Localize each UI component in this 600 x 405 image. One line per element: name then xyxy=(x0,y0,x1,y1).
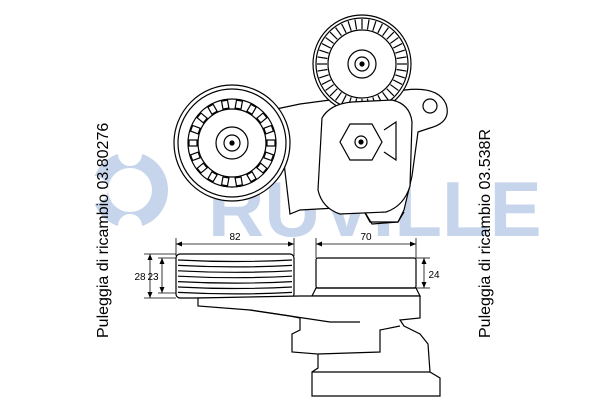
pulley-rib xyxy=(234,99,244,110)
pulley-tooth xyxy=(395,49,405,54)
pulley-tooth xyxy=(372,21,377,31)
pulley-rib xyxy=(256,112,268,124)
pulley-rib xyxy=(263,151,275,162)
pulley-rib xyxy=(234,176,244,187)
pulley-groove xyxy=(177,291,293,295)
pulley-side-left xyxy=(175,253,295,299)
pulley-groove xyxy=(177,259,293,263)
label-right-pulley: Puleggia di ricambio 03.538R xyxy=(477,129,494,338)
pulley-rib xyxy=(220,99,230,110)
hex-bolt xyxy=(339,123,383,161)
pulley-tooth xyxy=(319,74,329,79)
tensioner-roller xyxy=(317,99,413,215)
pulley-tooth xyxy=(382,91,389,101)
pulley-side-right xyxy=(315,257,417,289)
pulley-tooth xyxy=(396,56,407,60)
pulley-rib xyxy=(188,139,198,147)
pulley-tooth xyxy=(317,68,328,72)
pulley-tooth xyxy=(325,37,335,44)
arm-pivot-hole xyxy=(422,98,438,114)
pulley-tooth xyxy=(389,37,399,44)
pulley-tooth xyxy=(396,68,407,72)
pulley-groove xyxy=(177,264,293,268)
pulley-rib xyxy=(207,103,218,116)
pulley-rib xyxy=(256,162,268,174)
pulley-rib xyxy=(189,124,201,135)
toothed-pulley-top xyxy=(312,14,412,114)
pulley-rib xyxy=(246,103,257,116)
pulley-tooth xyxy=(321,43,332,49)
pulley-tooth xyxy=(347,21,352,31)
dim-28: 28 xyxy=(134,272,146,283)
pulley-tooth xyxy=(329,31,338,40)
dim-82: 82 xyxy=(229,232,241,243)
pulley-tooth xyxy=(389,84,399,91)
body-inner-line xyxy=(249,309,360,323)
pulley-rib xyxy=(196,112,208,124)
dim-23: 23 xyxy=(147,272,159,283)
pulley-tooth xyxy=(395,74,405,79)
pulley-groove xyxy=(177,286,293,290)
pulley-tooth xyxy=(325,84,335,91)
pulley-tooth xyxy=(377,23,383,34)
pulley-tooth xyxy=(382,27,389,37)
pulley-groove xyxy=(177,281,293,284)
pulley-left xyxy=(173,84,291,202)
pulley-side-right-hub xyxy=(311,287,421,297)
pulley-ribs xyxy=(188,99,276,187)
pulley-rib xyxy=(189,151,201,162)
pulley-tooth xyxy=(321,79,332,85)
pulley-rib xyxy=(220,176,230,187)
pulley-groove xyxy=(177,270,293,273)
pulley-tooth xyxy=(354,19,358,30)
pulley-teeth xyxy=(317,19,407,109)
body-inner-step xyxy=(317,325,401,355)
pulley-tooth xyxy=(341,23,347,34)
pulley-rib xyxy=(207,170,218,183)
pulley-tooth xyxy=(335,91,342,101)
pulley-tooth xyxy=(317,56,328,60)
pulley-tooth xyxy=(335,27,342,37)
pulley-tooth xyxy=(329,88,338,97)
pulley-tooth xyxy=(386,88,395,97)
pulley-rib xyxy=(196,162,208,174)
pulley-grooves xyxy=(177,259,293,295)
pulley-rib xyxy=(266,139,276,147)
logo-emblem xyxy=(80,142,168,238)
pulley-tooth xyxy=(392,79,403,85)
pulley-rib xyxy=(263,124,275,135)
dim-24: 24 xyxy=(428,270,440,281)
pulley-rib xyxy=(246,170,257,183)
pulley-tooth xyxy=(319,49,329,54)
line-art xyxy=(144,14,448,397)
pulley-tooth xyxy=(386,31,395,40)
tensioner-body-side xyxy=(197,295,441,397)
label-left-pulley: Puleggia di ricambio 03.80276 xyxy=(95,123,112,338)
dim-70: 70 xyxy=(360,232,372,243)
pulley-tooth xyxy=(341,94,347,105)
pulley-groove xyxy=(177,275,293,279)
pulley-tooth xyxy=(392,43,403,49)
pulley-tooth xyxy=(366,19,370,30)
dimension-arrows xyxy=(147,241,427,298)
